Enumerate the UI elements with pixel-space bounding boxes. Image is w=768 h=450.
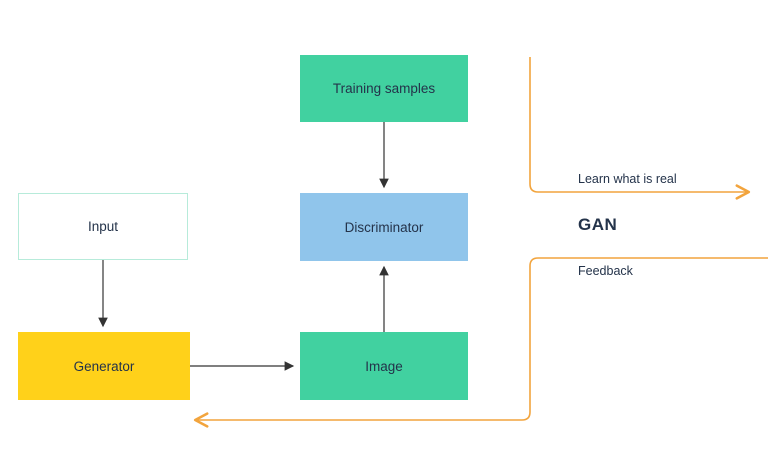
node-input-label: Input <box>87 219 119 234</box>
node-image-label: Image <box>365 358 403 374</box>
node-discriminator: Discriminator <box>300 193 468 261</box>
node-input: Input <box>18 193 188 260</box>
diagram-title: GAN <box>578 215 618 234</box>
label-feedback: Feedback <box>578 264 633 278</box>
node-generator-label: Generator <box>73 358 135 374</box>
node-generator: Generator <box>18 332 190 400</box>
label-learn-what-is-real: Learn what is real <box>578 172 677 186</box>
node-training-samples: Training samples <box>300 55 468 122</box>
node-image: Image <box>300 332 468 400</box>
wire-feedback <box>193 257 768 428</box>
node-training-samples-label: Training samples <box>332 81 436 96</box>
node-discriminator-label: Discriminator <box>344 219 424 235</box>
